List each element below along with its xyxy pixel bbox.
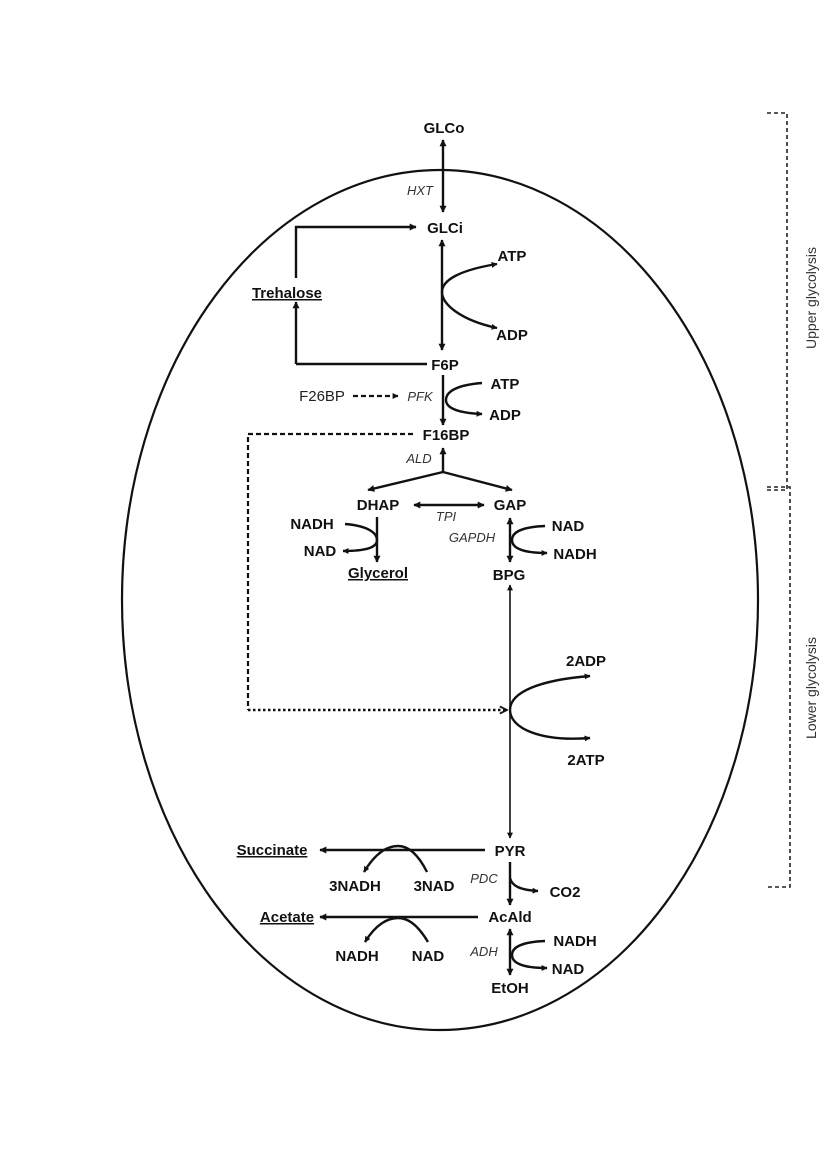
etoh-label: EtOH xyxy=(491,980,529,997)
adp-label-2: ADP xyxy=(489,407,521,424)
adh-label: ADH xyxy=(469,944,498,959)
acetate-label: Acetate xyxy=(260,909,314,926)
nadh-label-succ: 3NADH xyxy=(329,878,381,895)
acald-label: AcAld xyxy=(488,909,531,926)
f6p-label: F6P xyxy=(431,357,459,374)
ald-to-dhap xyxy=(367,470,444,492)
succinate-label: Succinate xyxy=(237,842,308,859)
cell-membrane xyxy=(120,168,760,1032)
atp-label-1: ATP xyxy=(498,248,527,265)
gapdh-label: GAPDH xyxy=(449,530,496,545)
nad-label-succ: 3NAD xyxy=(414,878,455,895)
tpi-label: TPI xyxy=(436,509,457,524)
adp-label-lower: 2ADP xyxy=(566,653,606,670)
pfk-label: PFK xyxy=(407,389,434,404)
bpg-label: BPG xyxy=(493,567,526,584)
nadh-label-adh: NADH xyxy=(553,933,596,950)
atp-label-2: ATP xyxy=(491,376,520,393)
upper-glycolysis-bracket xyxy=(767,112,788,491)
nad-label-gap: NAD xyxy=(552,518,585,535)
glycerol-label: Glycerol xyxy=(348,565,408,582)
nadh-nad-curve-adh xyxy=(510,939,548,971)
f16bp-label: F16BP xyxy=(423,427,470,444)
co2-label: CO2 xyxy=(550,884,581,901)
nadh-nad-curve-dhap xyxy=(342,522,379,554)
pyr-label: PYR xyxy=(495,843,526,860)
hxt-label: HXT xyxy=(407,183,434,198)
atp-adp-curve-2 xyxy=(444,381,483,417)
pdc-label: PDC xyxy=(470,871,498,886)
adp-label-1: ADP xyxy=(496,327,528,344)
nad-label-dhap: NAD xyxy=(304,543,337,560)
upper-glycolysis-label: Upper glycolysis xyxy=(803,247,819,349)
nadh-label-gap: NADH xyxy=(553,546,596,563)
nad-nadh-curve-acet xyxy=(363,916,430,943)
ald-label: ALD xyxy=(405,451,431,466)
co2-release-curve xyxy=(508,877,539,894)
glci-label: GLCi xyxy=(427,220,463,237)
lower-glycolysis-label: Lower glycolysis xyxy=(803,637,819,739)
gap-label: GAP xyxy=(494,497,527,514)
nad-label-acet: NAD xyxy=(412,948,445,965)
f26bp-label: F26BP xyxy=(299,388,345,405)
nadh-label-dhap: NADH xyxy=(290,516,333,533)
nad-nadh-curve-succ xyxy=(362,844,429,873)
trehalose-to-glci-arrow xyxy=(294,223,417,278)
nadh-label-acet: NADH xyxy=(335,948,378,965)
lower-glycolysis-bracket xyxy=(767,486,791,888)
f16bp-feedforward-line xyxy=(246,432,413,710)
atp-label-lower: 2ATP xyxy=(567,752,604,769)
nad-nadh-curve-gap xyxy=(510,524,548,556)
atp-adp-curve-1 xyxy=(440,261,498,330)
trehalose-label: Trehalose xyxy=(252,285,322,302)
ald-to-gap xyxy=(442,470,513,492)
glco-label: GLCo xyxy=(424,120,465,137)
adp-atp-curve-lower xyxy=(508,673,591,742)
dhap-label: DHAP xyxy=(357,497,400,514)
nad-label-adh: NAD xyxy=(552,961,585,978)
